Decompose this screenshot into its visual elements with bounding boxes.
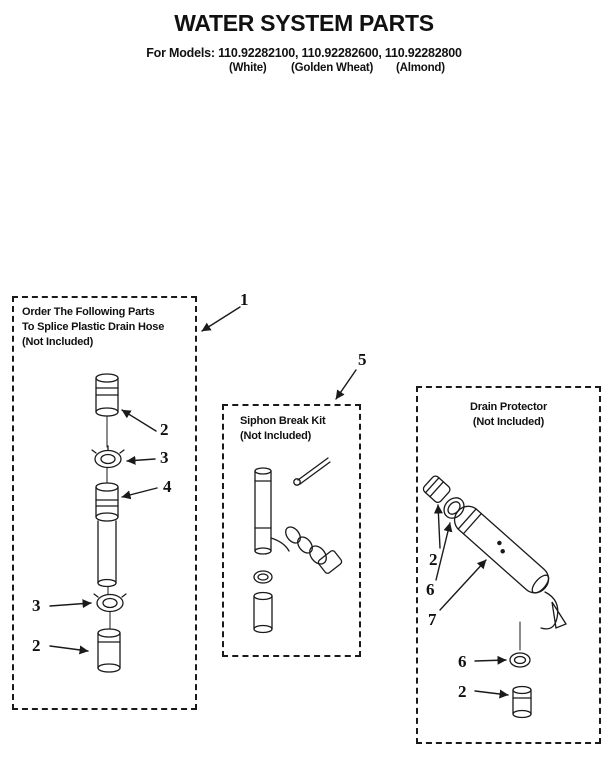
- callout-drain-clamp-upper: 6: [426, 580, 435, 599]
- callout-drain-coupling-upper: 2: [429, 550, 438, 569]
- siphon-break-kit-box: Siphon Break Kit (Not Included): [222, 404, 361, 657]
- splice-box-label-line2: To Splice Plastic Drain Hose: [22, 320, 165, 333]
- callout-drain-coupling-lower: 2: [458, 682, 467, 701]
- finish-almond: (Almond): [396, 62, 445, 74]
- siphon-box-label-line2: (Not Included): [240, 429, 312, 442]
- finish-white: (White): [229, 62, 267, 74]
- callout-splice-clamp-bottom: 3: [32, 596, 41, 615]
- finish-golden-wheat: (Golden Wheat): [291, 62, 374, 74]
- siphon-box-label-line1: Siphon Break Kit: [240, 415, 326, 427]
- splice-box-label: Order The Following Parts To Splice Plas…: [22, 305, 164, 350]
- drain-box-label-line2: (Not Included): [472, 415, 545, 428]
- callout-drain-hose: 7: [428, 610, 437, 629]
- callout-siphon-box: 5: [358, 350, 367, 369]
- drain-box-label: Drain Protector (Not Included): [418, 400, 599, 430]
- callout-splice-coupling-bottom: 2: [32, 636, 41, 655]
- splice-box-label-line1: Order The Following Parts: [22, 306, 155, 318]
- models-line: For Models: 110.92282100, 110.92282600, …: [146, 46, 462, 60]
- callout-splice-coupling-top: 2: [160, 420, 169, 439]
- drain-protector-box: Drain Protector (Not Included): [416, 386, 601, 744]
- callout-splice-clamp-top: 3: [160, 448, 169, 467]
- siphon-box-label: Siphon Break Kit (Not Included): [240, 414, 326, 444]
- splice-box-label-line3: (Not Included): [22, 335, 94, 348]
- drain-box-label-line1: Drain Protector: [469, 401, 548, 413]
- splice-parts-box: Order The Following Parts To Splice Plas…: [12, 296, 197, 710]
- page-title: WATER SYSTEM PARTS: [174, 10, 434, 36]
- callout-splice-connector: 4: [163, 477, 172, 496]
- callout-drain-clamp-lower: 6: [458, 652, 467, 671]
- callout-splice-box: 1: [240, 290, 249, 309]
